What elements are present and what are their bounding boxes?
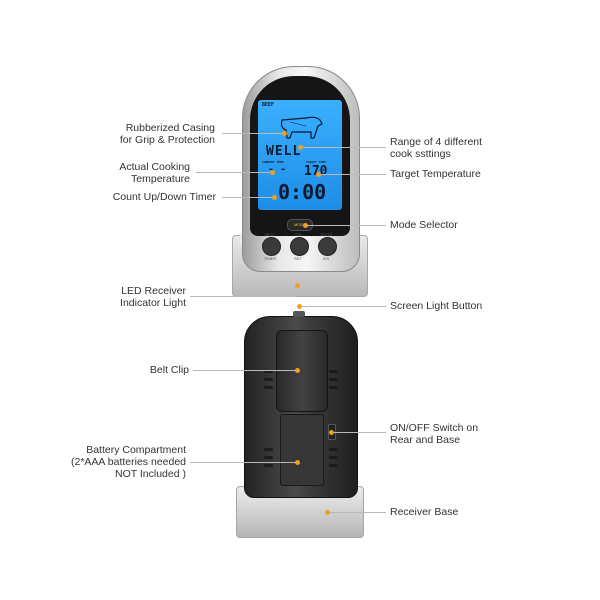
leader-base [327,512,386,513]
marker-dot [295,368,300,373]
vent [329,378,338,381]
leader-onoff [331,432,386,433]
callout-belt-clip: Belt Clip [149,364,189,376]
marker-dot [325,510,330,515]
callout-timer: Count Up/Down Timer [112,191,216,203]
callout-on-off: ON/OFF Switch on Rear and Base [390,422,479,446]
vent [264,456,273,459]
vent [329,386,338,389]
leader-range [300,147,386,148]
callout-screen-light: Screen Light Button [390,300,483,312]
lcd-target-label: TARGET TEMP [306,160,326,164]
leader-target [318,174,386,175]
meat-label: MEAT [264,232,276,237]
vent [329,370,338,373]
leader-screen-light [299,306,386,307]
callout-mode-selector: Mode Selector [390,219,458,231]
lcd-doneness: WELL [266,144,302,159]
vent [264,370,273,373]
lcd-meat-label: BEEF [262,102,275,108]
marker-dot [270,170,275,175]
vent [329,448,338,451]
callout-casing: Rubberized Casing for Grip & Protection [119,122,215,146]
vent [329,456,338,459]
marker-dot [272,195,277,200]
callout-actual-temp: Actual Cooking Temperature [119,161,190,185]
leader-timer [222,197,274,198]
marker-dot [295,460,300,465]
lcd-timer: 0:00 [278,180,327,204]
callout-range: Range of 4 different cook ssttings [390,136,483,160]
callout-receiver-base: Receiver Base [390,506,459,518]
leader-battery [190,462,296,463]
min-set-button[interactable] [290,237,309,256]
leader-led [190,296,296,297]
marker-dot [303,223,308,228]
marker-dot [282,131,287,136]
belt-clip [276,330,328,412]
vent [264,464,273,467]
marker-dot [329,430,334,435]
taste-label: TASTE [319,232,333,237]
vent [264,386,273,389]
leader-casing [222,133,284,134]
marker-dot [297,304,302,309]
vent [329,464,338,467]
lcd-screen: BEEF WELL CURRENT TEMP TARGET TEMP - - 1… [258,100,342,210]
leader-actual [196,172,270,173]
cow-icon [280,116,323,139]
taste-ss-button[interactable] [318,237,337,256]
lcd-current-label: CURRENT TEMP [262,160,284,164]
lcd-current-value: - - [268,164,287,175]
meat-timer-button[interactable] [262,237,281,256]
min-label: MIN [294,232,302,237]
set-label: SET [294,256,302,261]
marker-dot [298,145,303,150]
leader-mode [305,225,386,226]
leader-belt [193,370,296,371]
screen-light-button[interactable] [293,311,305,317]
lcd-target-value: 170 [304,164,328,179]
callout-battery: Battery Compartment (2*AAA batteries nee… [71,444,186,480]
marker-dot [316,172,321,177]
vent [264,378,273,381]
vent [264,448,273,451]
callout-target-temp: Target Temperature [390,168,481,180]
marker-dot [295,283,300,288]
callout-led: LED Receiver Indicator Light [120,285,186,309]
battery-compartment [280,414,324,486]
timer-label: TIMER [263,256,277,261]
ss-label: S/S [322,256,330,261]
